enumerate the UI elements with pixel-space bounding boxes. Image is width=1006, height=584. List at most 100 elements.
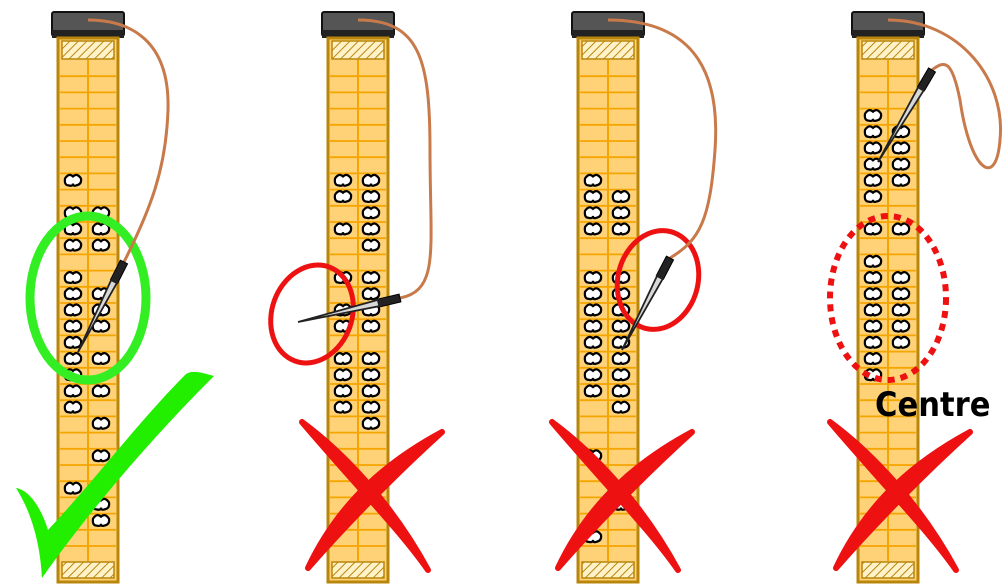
sample-bean [863, 190, 883, 204]
probe-needle [877, 86, 925, 163]
column-cap-base [852, 30, 924, 38]
sample-bean [91, 514, 111, 528]
sample-bean [863, 222, 883, 236]
cross-stroke-b [833, 429, 973, 571]
sample-bean [863, 109, 883, 123]
sample-bean [63, 481, 83, 495]
sample-bean [91, 352, 111, 366]
sample-bean [583, 206, 603, 220]
sample-bean [333, 400, 353, 414]
sample-bean [863, 141, 883, 155]
sample-bean [91, 319, 111, 333]
probe-cable [357, 18, 433, 300]
sample-bean [863, 335, 883, 349]
sample-bean [361, 368, 381, 382]
sample-bean [63, 303, 83, 317]
sample-bean [863, 173, 883, 187]
sample-bean [583, 303, 603, 317]
centre-label: Centre [875, 385, 990, 425]
sample-bean [91, 238, 111, 252]
cross-stroke-a [549, 419, 681, 573]
column-cap-base [322, 30, 394, 38]
sample-bean [863, 125, 883, 139]
sample-bean [361, 238, 381, 252]
sample-bean [63, 287, 83, 301]
sample-bean [63, 238, 83, 252]
sample-bean [91, 416, 111, 430]
sample-bean [611, 400, 631, 414]
probe-handle [655, 255, 675, 281]
sample-bean [583, 173, 603, 187]
sample-bean [333, 222, 353, 236]
sample-bean [891, 141, 911, 155]
sample-bean [333, 368, 353, 382]
sample-bean [891, 271, 911, 285]
sample-bean [583, 222, 603, 236]
sample-bean [63, 335, 83, 349]
sample-bean [361, 222, 381, 236]
sample-bean [611, 384, 631, 398]
sample-bean [891, 287, 911, 301]
highlight-ring [25, 211, 151, 385]
column-top-frit [61, 40, 115, 60]
sample-bean [863, 352, 883, 366]
column-top-frit [581, 40, 635, 60]
sample-bean [863, 254, 883, 268]
sample-bean [583, 384, 603, 398]
sample-bean [891, 319, 911, 333]
sample-bean [361, 384, 381, 398]
cross-stroke-a [827, 419, 959, 573]
sample-bean [891, 222, 911, 236]
probe-needle [297, 298, 381, 323]
sample-bean [863, 319, 883, 333]
sample-bean [863, 303, 883, 317]
sample-bean [361, 352, 381, 366]
sample-bean [63, 173, 83, 187]
panel-probe-through-wall [268, 11, 445, 584]
column-bottom-frit [581, 561, 635, 579]
sample-bean [583, 319, 603, 333]
column-cap-base [572, 30, 644, 38]
column-top-frit [861, 40, 915, 60]
cross-stroke-b [305, 429, 445, 571]
sample-bean [63, 352, 83, 366]
sample-bean [63, 319, 83, 333]
probe-needle [77, 278, 119, 353]
sample-bean [91, 449, 111, 463]
sample-bean [611, 352, 631, 366]
sample-bean [891, 303, 911, 317]
panel-probe-off-centre [549, 11, 718, 584]
sample-bean [583, 335, 603, 349]
sample-bean [891, 173, 911, 187]
column-bottom-frit [861, 561, 915, 579]
sample-bean [63, 222, 83, 236]
sample-bean [891, 157, 911, 171]
sample-bean [63, 400, 83, 414]
sample-bean [361, 271, 381, 285]
probe-needle [621, 274, 664, 351]
probe-cable [87, 18, 170, 263]
sample-bean [583, 271, 603, 285]
sample-bean [611, 206, 631, 220]
sample-bean [91, 222, 111, 236]
highlight-ring [614, 228, 702, 332]
target-zone-ring [827, 213, 949, 383]
sample-bean [361, 206, 381, 220]
sample-bean [611, 222, 631, 236]
sample-bean [361, 287, 381, 301]
sample-bean [333, 173, 353, 187]
sample-bean [583, 190, 603, 204]
sample-bean [863, 287, 883, 301]
column-bottom-frit [61, 561, 115, 579]
sample-bean [361, 190, 381, 204]
cross-stroke-a [299, 419, 431, 573]
cross-stroke-b [555, 429, 695, 571]
sample-bean [333, 384, 353, 398]
sample-bean [91, 384, 111, 398]
column-bottom-frit [331, 561, 385, 579]
sample-bean [333, 352, 353, 366]
sample-bean [863, 271, 883, 285]
sample-bean [361, 319, 381, 333]
column-top-frit [331, 40, 385, 60]
